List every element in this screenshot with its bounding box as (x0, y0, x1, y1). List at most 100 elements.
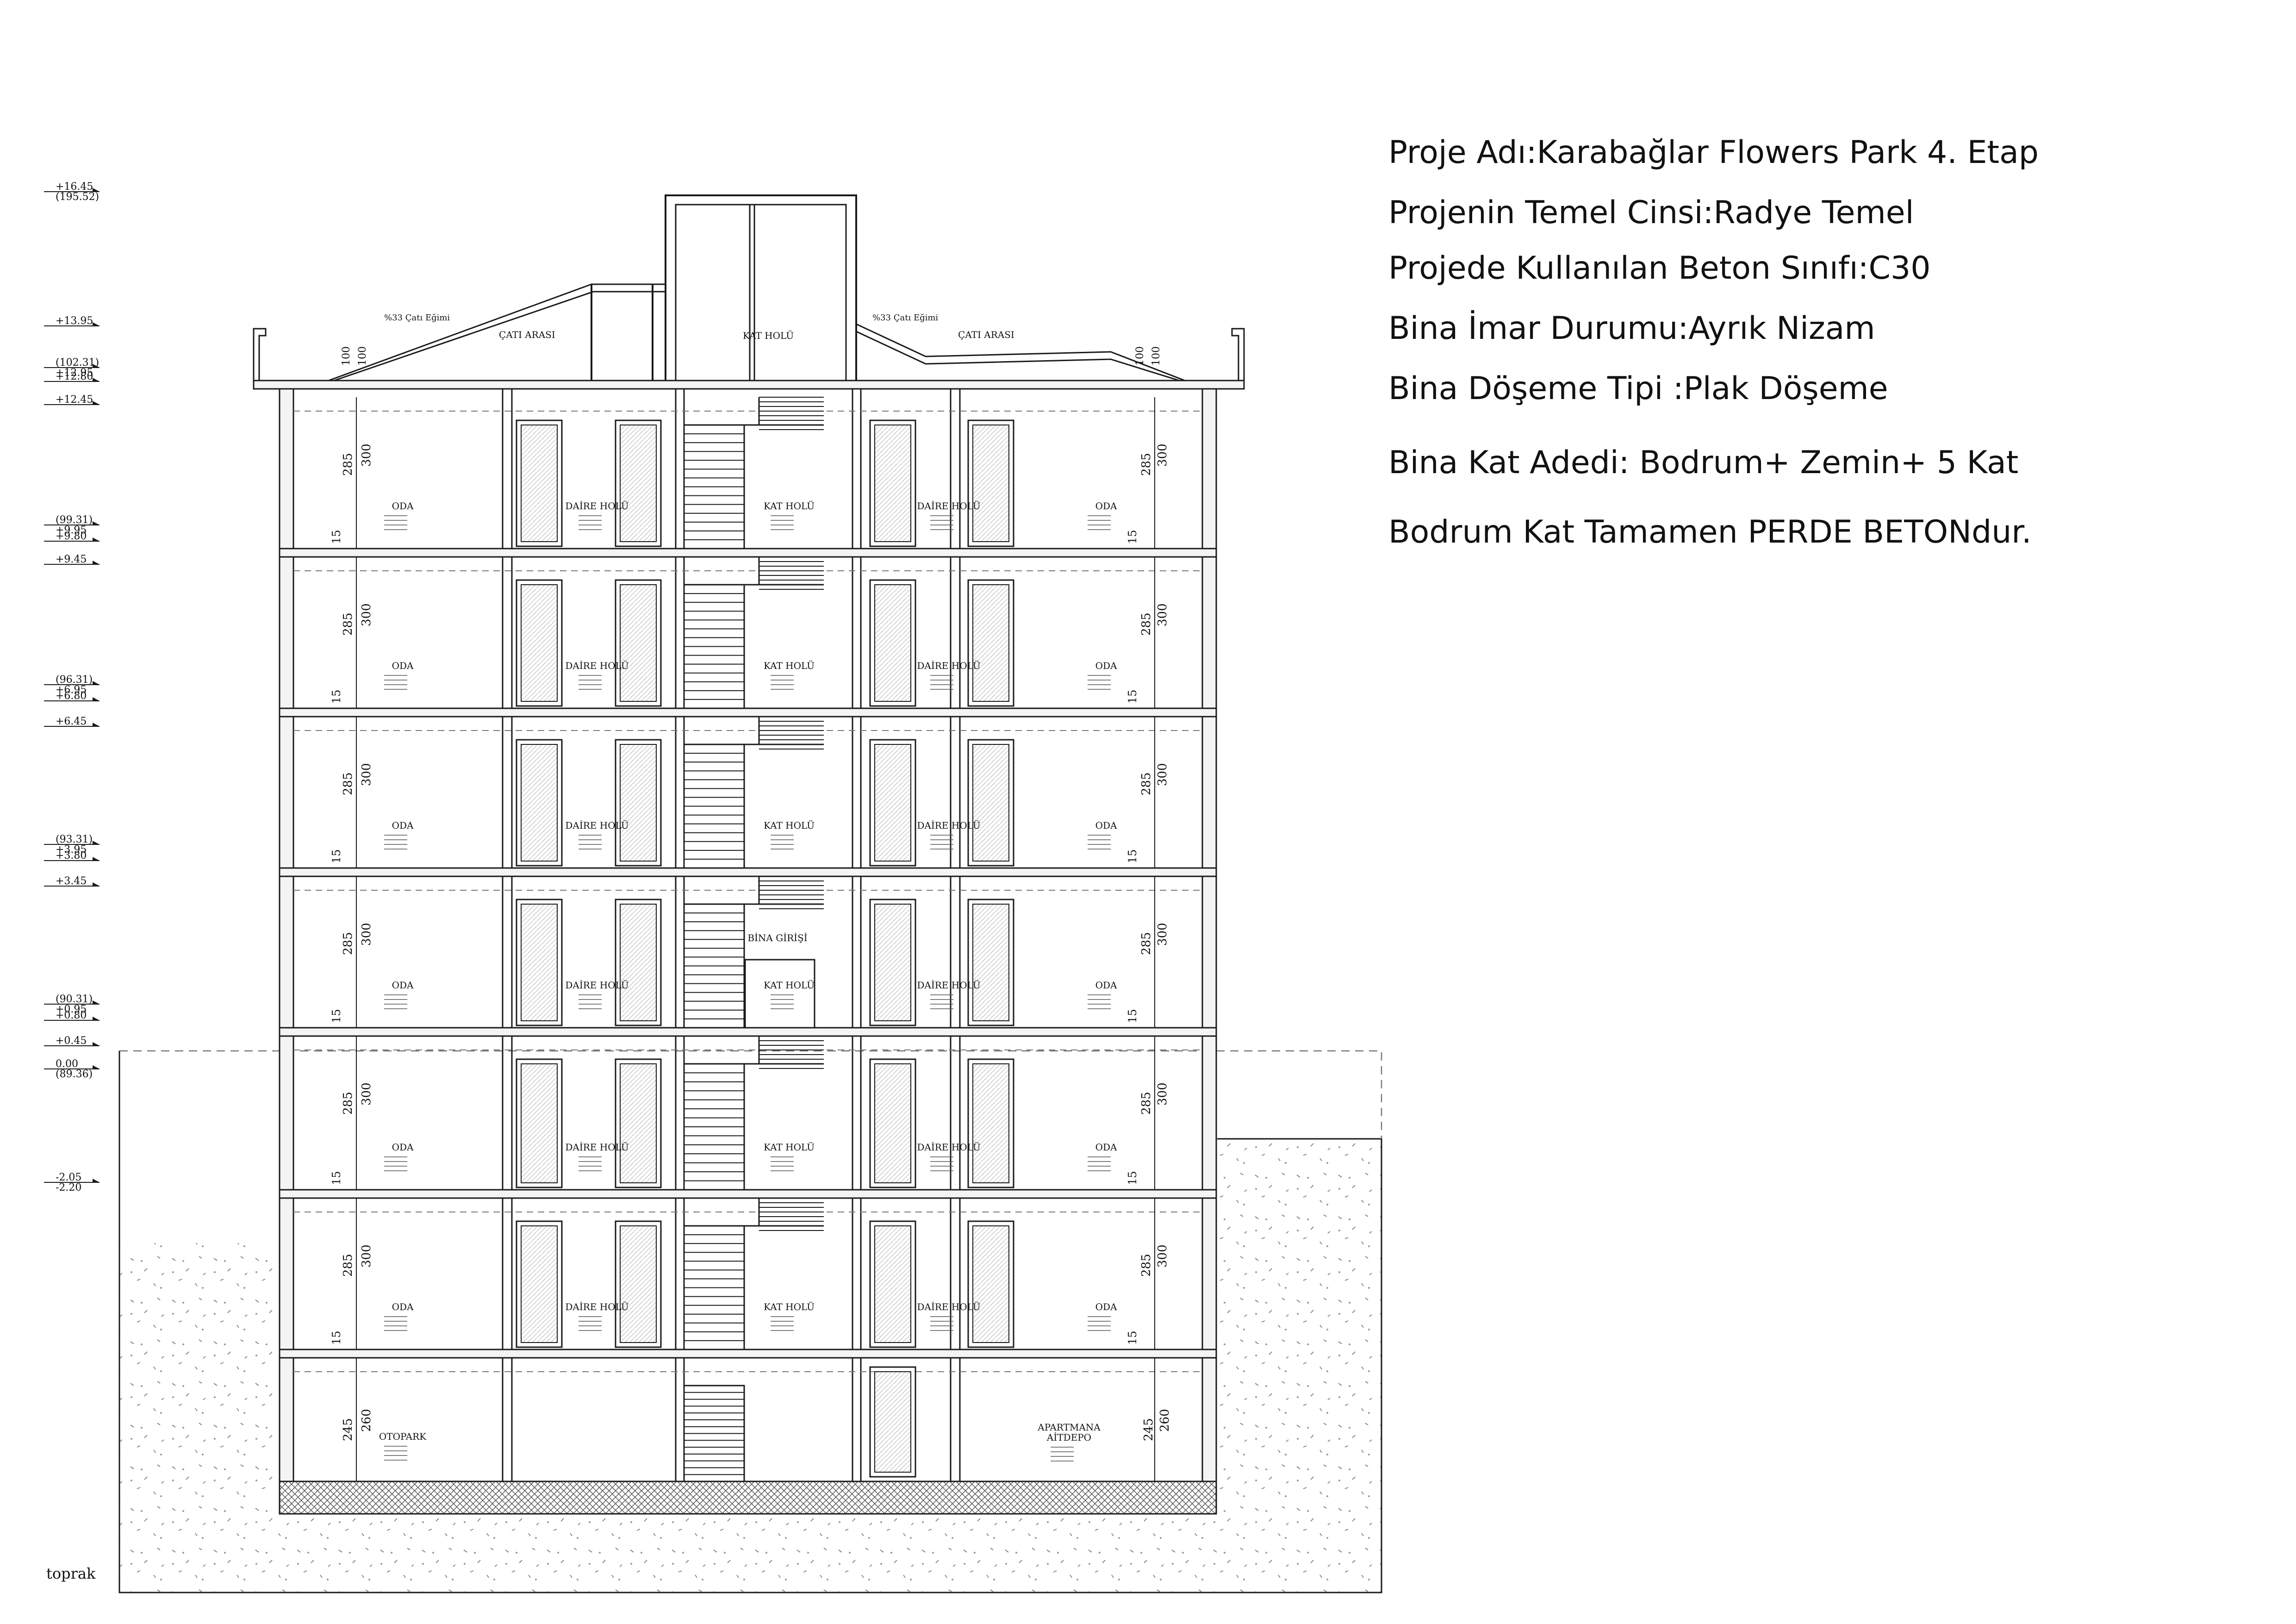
level-value: +6.80 (56, 690, 87, 702)
dimension-slab: 15 (1126, 1330, 1139, 1345)
level-value: -2.05 (56, 1172, 81, 1183)
door-panel (620, 425, 657, 542)
stair-flight (683, 903, 745, 1029)
dimension-slab: 15 (1126, 1009, 1139, 1023)
level-value: (99.31) (56, 514, 93, 526)
level-arrow-icon (93, 364, 100, 368)
door-frame (869, 739, 916, 867)
room-label-daire-holu: DAİRE HOLÜ (917, 1301, 980, 1312)
level-value: 0.00 (56, 1058, 78, 1070)
level-arrow-icon (93, 681, 100, 685)
door-panel (972, 1063, 1009, 1183)
level-value: +13.95 (56, 315, 93, 327)
door-panel (521, 1225, 558, 1343)
level-arrow-icon (93, 1042, 100, 1046)
room-label-daire-holu: DAİRE HOLÜ (565, 819, 628, 831)
door-panel (620, 1225, 657, 1343)
room-label-kat-holu: KAT HOLÜ (764, 500, 815, 512)
door-panel (620, 1063, 657, 1183)
level-value: +9.45 (56, 554, 87, 565)
dimension-floor-height: 300 (360, 1082, 373, 1106)
dimension-floor-height: 300 (360, 763, 373, 786)
door-panel (972, 425, 1009, 542)
roof-slope-left-label: %33 Çatı Eğimi (384, 313, 450, 323)
level-arrow-icon (93, 857, 100, 861)
roof-space-right-label: ÇATI ARASI (958, 329, 1014, 340)
dimension-floor-height: 300 (360, 1244, 373, 1268)
parapet-dim: 100 (1151, 346, 1162, 366)
dimension-slab: 15 (330, 689, 343, 704)
room-label-kat-holu: KAT HOLÜ (764, 1141, 815, 1153)
door-frame (615, 1058, 662, 1188)
room-label-oda: ODA (392, 500, 414, 512)
door-panel (874, 1063, 911, 1183)
room-label-otopark: OTOPARK (379, 1431, 427, 1442)
door-frame (869, 1058, 916, 1188)
door-panel (521, 584, 558, 702)
level-arrow-icon (93, 882, 100, 886)
level-arrow-icon (93, 841, 100, 844)
door-panel (972, 744, 1009, 862)
roof-space-left-label: ÇATI ARASI (499, 329, 555, 340)
door-panel (972, 584, 1009, 702)
basement-note: Bodrum Kat Tamamen PERDE BETONdur. (1388, 514, 2032, 550)
parapet-dim: 100 (1134, 346, 1146, 366)
dimension-floor-height: 300 (1156, 603, 1170, 626)
room-label-oda: ODA (392, 980, 414, 991)
entrance-label: BİNA GİRİŞİ (747, 932, 807, 943)
dimension-slab: 15 (330, 530, 343, 544)
door-panel (620, 904, 657, 1021)
level-arrow-icon (93, 697, 100, 701)
level-arrow-icon (93, 322, 100, 326)
slab-type: Bina Döşeme Tipi :Plak Döşeme (1388, 370, 1888, 407)
room-label-aitdepo: APARTMANA (1037, 1422, 1101, 1433)
dimension-clear-height: 285 (1139, 772, 1153, 795)
door-frame (516, 579, 563, 707)
dimension-clear-height: 285 (1139, 612, 1153, 636)
door-panel (521, 1063, 558, 1183)
room-label-oda: ODA (1095, 660, 1117, 671)
dimension-clear-height: 285 (1139, 1254, 1153, 1277)
door-frame (615, 899, 662, 1026)
room-label-oda: ODA (1095, 1301, 1117, 1312)
level-value: +6.45 (56, 716, 87, 727)
room-label-daire-holu: DAİRE HOLÜ (917, 660, 980, 671)
level-value: +12.80 (56, 371, 93, 382)
dimension-basement-clear: 245 (1142, 1418, 1156, 1441)
room-label-kat-holu: KAT HOLÜ (764, 1301, 815, 1312)
parapet-dim: 100 (357, 346, 368, 366)
door-frame (967, 899, 1014, 1026)
door-frame (967, 1058, 1014, 1188)
level-value: +9.95 (56, 525, 87, 536)
door-frame (967, 739, 1014, 867)
level-value: +12.95 (56, 367, 93, 379)
level-value: +3.45 (56, 875, 87, 887)
floor-slab (279, 1189, 1217, 1199)
door-frame (516, 739, 563, 867)
floor-slab (279, 1349, 1217, 1359)
door-frame (869, 419, 916, 547)
floor-slab (279, 548, 1217, 558)
dimension-clear-height: 285 (1139, 932, 1153, 955)
level-value: (102.31) (56, 357, 99, 369)
stair-flight (683, 1225, 745, 1350)
room-label-daire-holu: DAİRE HOLÜ (917, 500, 980, 512)
dimension-clear-height: 285 (1139, 1092, 1153, 1115)
level-arrow-icon (93, 561, 100, 564)
level-arrow-icon (93, 1065, 100, 1069)
dimension-slab: 15 (330, 1009, 343, 1023)
door-frame (516, 419, 563, 547)
building-structure (253, 194, 1245, 1482)
dimension-floor-height: 300 (1156, 443, 1170, 467)
foundation-type: Projenin Temel Cinsi:Radye Temel (1388, 194, 1914, 231)
level-value: (96.31) (56, 674, 93, 686)
level-value: +3.80 (56, 850, 87, 862)
door-panel (521, 425, 558, 542)
room-label-daire-holu: DAİRE HOLÜ (917, 979, 980, 991)
level-value: -2.20 (56, 1182, 81, 1193)
dimension-basement-clear: 245 (341, 1418, 355, 1441)
level-value: (93.31) (56, 834, 93, 845)
level-value: +3.95 (56, 844, 87, 856)
dimension-clear-height: 285 (1139, 453, 1153, 476)
